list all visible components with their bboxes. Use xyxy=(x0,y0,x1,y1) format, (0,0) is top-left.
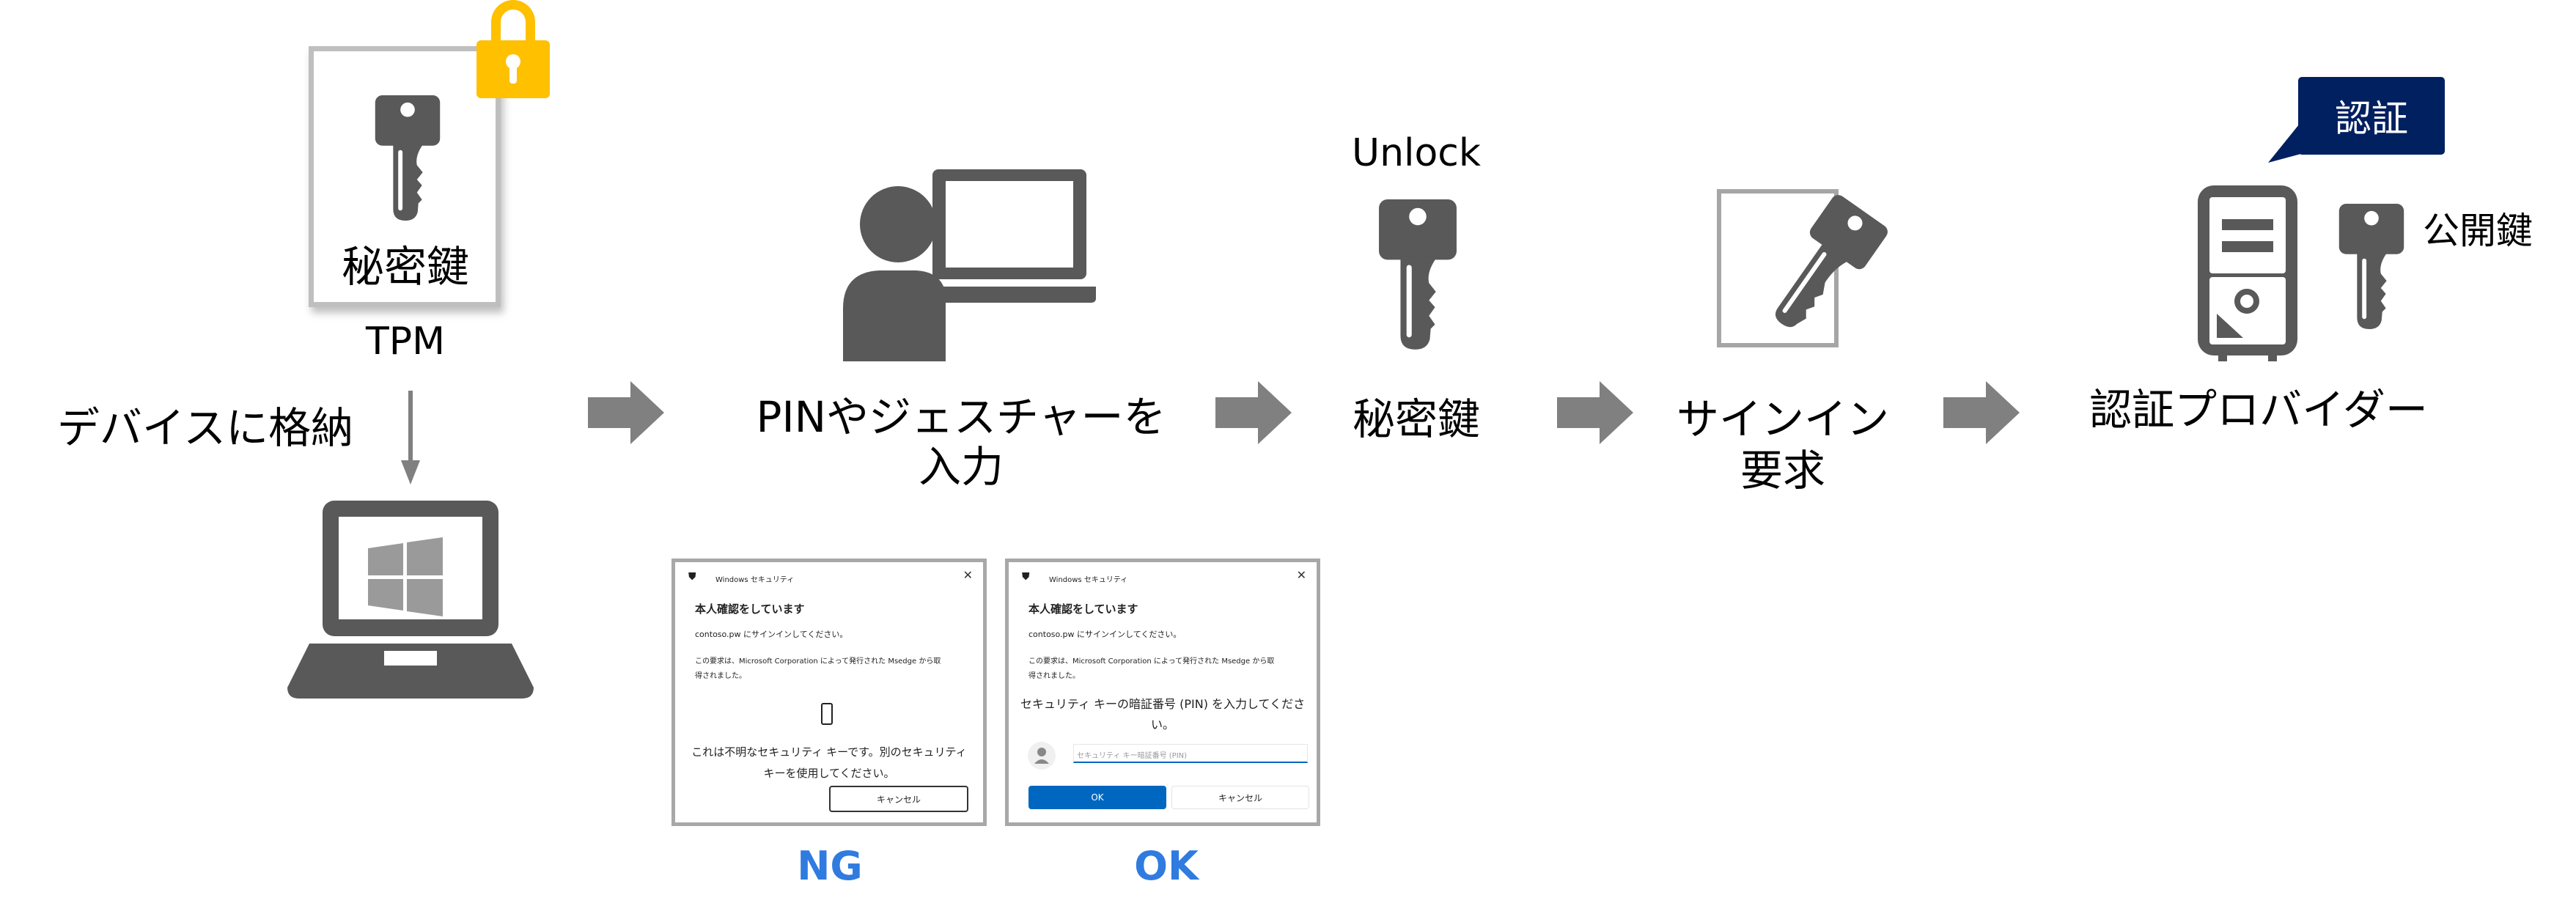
ok-security-dialog: ⛊ Windows セキュリティ ✕ 本人確認をしています contoso.pw… xyxy=(1005,559,1320,826)
private-key-icon xyxy=(374,95,441,221)
tpm-key-label: 秘密鍵 xyxy=(341,242,470,292)
flow-arrow-2 xyxy=(1215,381,1292,444)
tpm-card xyxy=(309,46,501,307)
dialog-message-2: キーを使用してください。 xyxy=(763,767,895,780)
dialog-site: contoso.pw にサインインしてください。 xyxy=(695,630,848,639)
dialog-message: セキュリティ キーの暗証番号 (PIN) を入力してくださ い。 xyxy=(1009,694,1317,735)
dialog-heading: 本人確認をしています xyxy=(1028,602,1138,616)
pin-step-line1: PINやジェスチャーを xyxy=(756,392,1166,442)
flow-arrow-3 xyxy=(1557,381,1633,444)
unlocked-key-icon xyxy=(1377,199,1459,350)
user-avatar-icon xyxy=(1028,742,1056,770)
dialog-request-1: この要求は、Microsoft Corporation によって発行された Ms… xyxy=(695,657,941,666)
signed-document-icon xyxy=(1717,189,1888,347)
dialog-request-2: 得されました。 xyxy=(695,672,746,680)
signin-line2: 要求 xyxy=(1740,446,1826,495)
dialog-message-2: い。 xyxy=(1150,718,1174,731)
dialog-app-title: Windows セキュリティ xyxy=(1049,576,1128,584)
windows-laptop-icon xyxy=(287,501,534,699)
user-laptop-icon xyxy=(843,169,1096,361)
store-label: デバイスに格納 xyxy=(56,403,354,453)
unlock-label: Unlock xyxy=(1352,131,1481,175)
auth-bubble-text: 認証 xyxy=(2335,97,2408,140)
dialog-site: contoso.pw にサインインしてください。 xyxy=(1028,630,1182,639)
lock-icon xyxy=(476,0,550,98)
ok-button[interactable]: OK xyxy=(1028,786,1166,809)
dialog-heading: 本人確認をしています xyxy=(695,602,805,616)
flow-arrow-1 xyxy=(588,381,664,444)
dialog-request-1: この要求は、Microsoft Corporation によって発行された Ms… xyxy=(1028,657,1275,666)
dialog-message-1: これは不明なセキュリティ キーです。別のセキュリティ xyxy=(691,745,967,759)
tpm-label: TPM xyxy=(366,320,445,364)
dialog-message: これは不明なセキュリティ キーです。別のセキュリティ キーを使用してください。 xyxy=(675,742,983,784)
close-icon[interactable]: ✕ xyxy=(963,568,973,582)
unlock-key-label: 秘密鍵 xyxy=(1352,394,1481,444)
provider-label: 認証プロバイダー xyxy=(2089,385,2428,435)
ng-security-dialog: ⛊ Windows セキュリティ ✕ 本人確認をしています contoso.pw… xyxy=(671,559,987,826)
dialog-app-title: Windows セキュリティ xyxy=(715,576,795,584)
public-key-label: 公開鍵 xyxy=(2423,210,2533,252)
down-arrow-icon xyxy=(401,391,420,484)
cancel-button[interactable]: キャンセル xyxy=(829,786,968,812)
bubble-tail xyxy=(2268,125,2306,163)
server-icon xyxy=(2198,185,2297,361)
ng-result-label: NG xyxy=(797,843,863,889)
auth-bubble: 認証 xyxy=(2298,77,2445,155)
shield-icon: ⛊ xyxy=(1022,571,1030,583)
dialog-message-1: セキュリティ キーの暗証番号 (PIN) を入力してくださ xyxy=(1020,697,1306,711)
shield-icon: ⛊ xyxy=(688,571,696,583)
usb-key-icon xyxy=(821,703,833,725)
close-icon[interactable]: ✕ xyxy=(1296,568,1306,582)
dialog-request-2: 得されました。 xyxy=(1028,672,1080,680)
public-key-icon xyxy=(2338,204,2405,330)
cancel-button[interactable]: キャンセル xyxy=(1171,786,1309,809)
signin-line1: サインイン xyxy=(1676,394,1890,444)
pin-step-line2: 入力 xyxy=(918,442,1004,492)
flow-arrow-4 xyxy=(1943,381,2020,444)
pin-input[interactable]: セキュリティ キー暗証番号 (PIN) xyxy=(1073,744,1308,763)
ok-result-label: OK xyxy=(1134,843,1199,889)
